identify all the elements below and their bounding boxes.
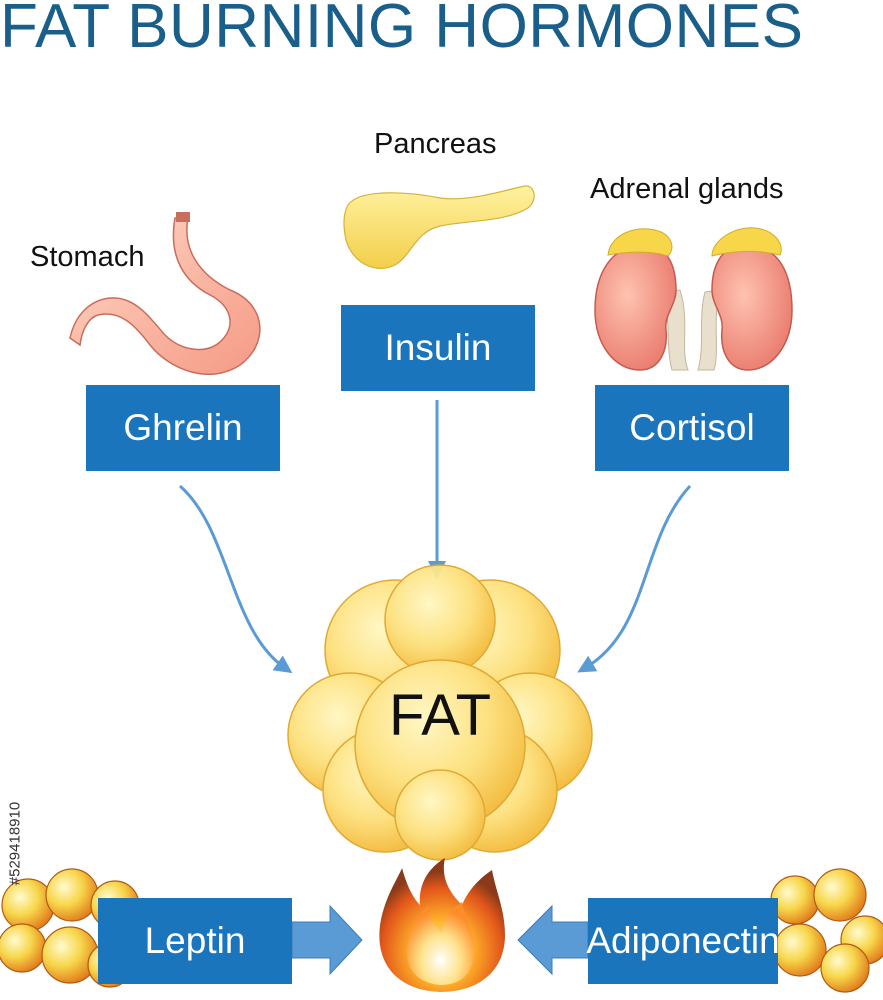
adrenal-glands-label: Adrenal glands [590, 173, 784, 205]
adiponectin-box: Adiponectin [586, 898, 780, 984]
arrows [179, 400, 692, 976]
stock-id-text: #529418910 [6, 801, 24, 886]
stomach-illustration [69, 212, 261, 375]
arrow-cortisol-to-fat [577, 484, 692, 673]
pancreas-illustration [343, 185, 535, 270]
arrow-adiponectin-to-fire [517, 904, 589, 976]
page-title: FAT BURNING HORMONES [0, 0, 804, 61]
arrow-ghrelin-to-fat [179, 484, 293, 674]
fat-cell-cluster [287, 564, 593, 861]
cortisol-box: Cortisol [595, 385, 789, 471]
flame-illustration [379, 858, 505, 992]
kidneys-illustration [594, 227, 793, 371]
arrow-leptin-to-fire [291, 904, 363, 976]
fat-balls-right [770, 868, 883, 993]
leptin-box: Leptin [98, 898, 292, 984]
fat-label: FAT [388, 683, 492, 748]
ghrelin-box: Ghrelin [86, 385, 280, 471]
pancreas-label: Pancreas [374, 128, 497, 160]
insulin-box: Insulin [341, 305, 535, 391]
stomach-label: Stomach [30, 241, 145, 273]
